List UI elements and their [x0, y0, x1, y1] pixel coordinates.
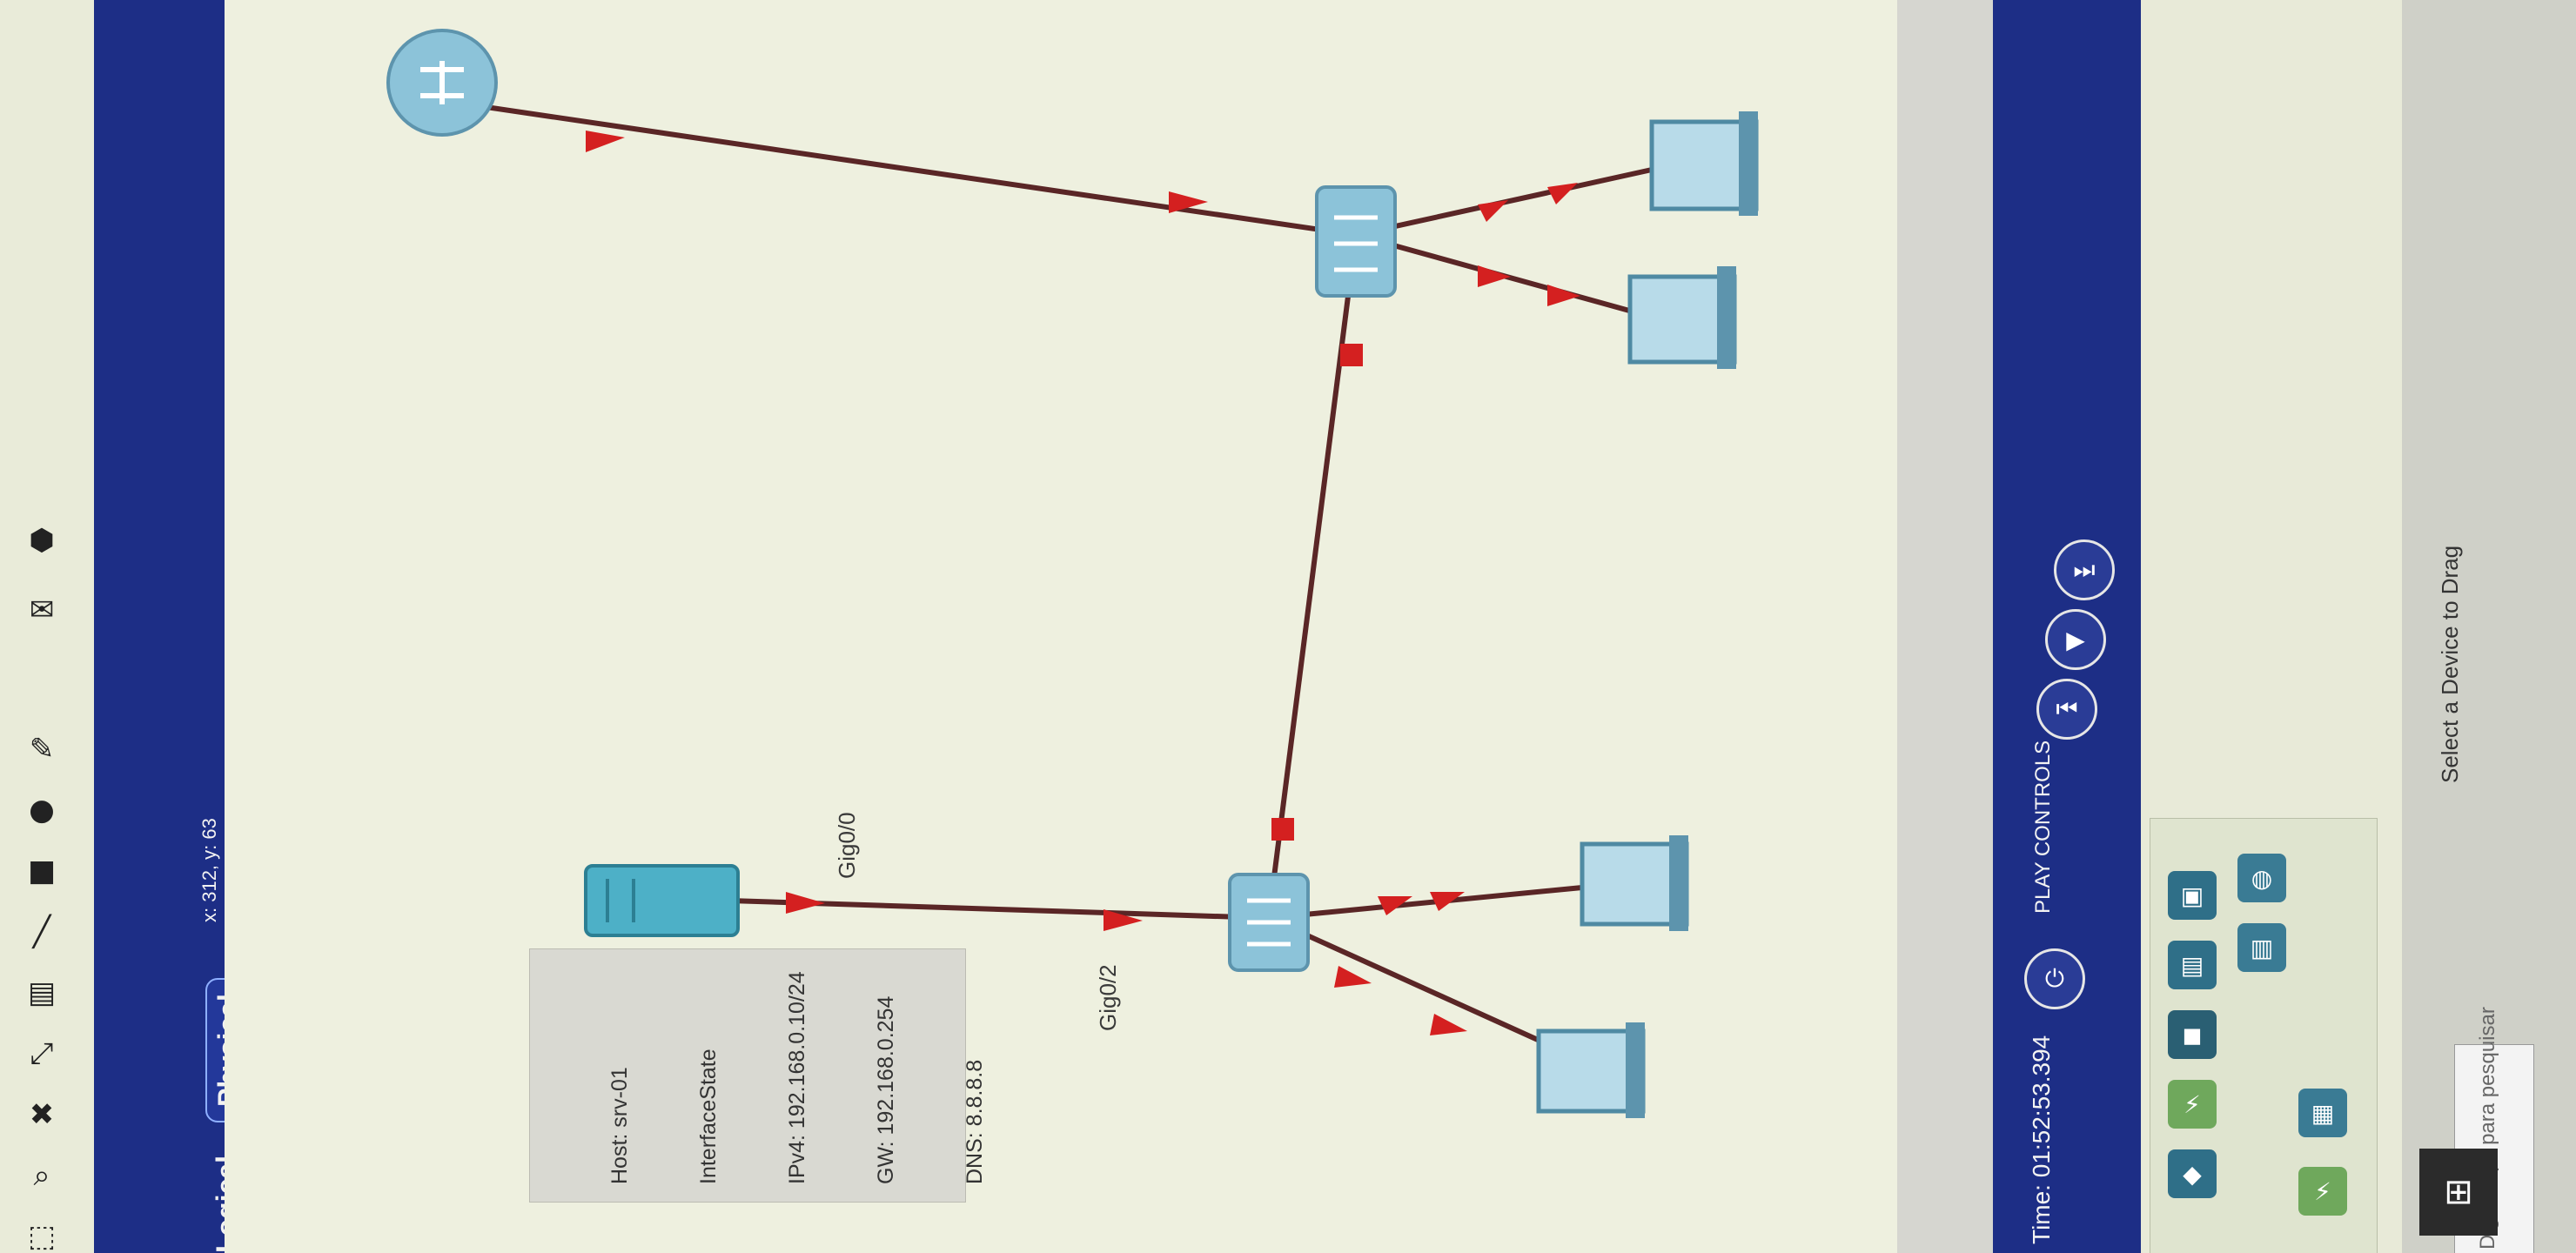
complex-pdu-icon[interactable]: ⬢ — [29, 523, 55, 558]
topology-canvas — [386, 29, 1759, 1118]
switch-type-icon[interactable]: ▥ — [2237, 923, 2286, 972]
pc-2[interactable] — [1627, 266, 1737, 369]
router-port-label: Gig0/0 — [834, 812, 860, 879]
info-line: GW: 192.168.0.254 — [874, 995, 898, 1184]
link-router-switch1[interactable] — [467, 102, 1357, 238]
components-icon[interactable]: ◼ — [2168, 1010, 2217, 1059]
network-devices-icon[interactable]: ▣ — [2168, 871, 2217, 920]
info-line: InterfaceState — [696, 1049, 721, 1184]
arrow — [1334, 966, 1372, 988]
router[interactable] — [386, 29, 498, 137]
arrow — [1547, 285, 1580, 306]
note-icon[interactable]: ▤ — [27, 975, 57, 1010]
switch-port-label: Gig0/2 — [1095, 964, 1121, 1031]
select-icon[interactable]: ⬚ — [27, 1219, 57, 1253]
arrow — [1547, 183, 1578, 204]
pdu-icon[interactable]: ✉ — [29, 593, 55, 627]
left-toolbar: ⬚ ⌕ ✖ ⤢ ▤ ╱ ■ ● ✎ ✉ ⬢ — [0, 0, 95, 1253]
arrow — [1378, 896, 1412, 915]
step-forward-button[interactable]: ⏭ — [2054, 539, 2115, 600]
info-line: IPv4: 192.168.0.10/24 — [785, 971, 809, 1184]
line-icon[interactable]: ╱ — [32, 915, 51, 949]
arrow — [786, 892, 825, 914]
end-devices-icon[interactable]: ▤ — [2168, 941, 2217, 989]
resize-icon[interactable]: ⤢ — [30, 1036, 54, 1071]
link-switch2-pc4[interactable] — [1267, 915, 1549, 1047]
pc-3[interactable] — [1580, 835, 1689, 931]
delete-icon[interactable]: ✖ — [29, 1097, 55, 1132]
link-switch2-pc3[interactable] — [1268, 885, 1583, 921]
device-info-tooltip: Host: srv-01 InterfaceState IPv4: 192.16… — [529, 948, 987, 1203]
arrow — [1478, 265, 1511, 287]
step-back-button[interactable]: ⏮ — [2036, 679, 2097, 740]
arrow — [1169, 191, 1208, 213]
rectangle-icon[interactable]: ■ — [27, 854, 57, 888]
pc-4[interactable] — [1536, 1022, 1646, 1118]
arrow — [1104, 909, 1143, 931]
router-type-icon[interactable]: ◍ — [2237, 854, 2286, 902]
play-controls-bar: Time: 01:52:53.394 ⏻ PLAY CONTROLS ⏮ ▶ ⏭ — [1993, 0, 2141, 1253]
arrow — [1271, 818, 1294, 841]
windows-start-icon[interactable]: ⊞ — [2419, 1149, 2498, 1236]
logical-workspace[interactable]: Gig0/0 Gig0/2 Host: srv-01 InterfaceStat… — [225, 0, 1982, 1253]
device-type-palette: ▣ ▤ ◼ ⚡ ◆ ◍ ▥ ⚡ ▦ — [2150, 818, 2378, 1253]
workspace-scroll-area[interactable] — [1897, 0, 1993, 1253]
switch-1[interactable] — [1315, 185, 1397, 298]
ellipse-icon[interactable]: ● — [29, 793, 55, 828]
copper-cable-icon[interactable]: ▦ — [2298, 1089, 2347, 1137]
switch-2[interactable] — [1228, 873, 1310, 972]
cursor-coordinates: x: 312, y: 63 — [198, 818, 220, 922]
arrow — [1430, 1014, 1467, 1035]
arrow — [1340, 344, 1363, 366]
power-cycle-button[interactable]: ⏻ — [2024, 948, 2085, 1009]
select-device-hint: Select a Device to Drag — [2437, 545, 2463, 783]
play-button[interactable]: ▶ — [2045, 609, 2106, 670]
play-controls-label: PLAY CONTROLS — [2031, 740, 2055, 914]
arrow — [1430, 892, 1465, 911]
link-switch1-switch2[interactable] — [1266, 234, 1358, 919]
pc-1[interactable] — [1649, 111, 1759, 216]
arrow — [586, 131, 625, 152]
freeform-icon[interactable]: ✎ — [29, 732, 55, 767]
arrow — [1478, 200, 1508, 222]
auto-connection-icon[interactable]: ⚡ — [2298, 1167, 2347, 1216]
device-info-text: Host: srv-01 InterfaceState IPv4: 192.16… — [546, 971, 1049, 1184]
server[interactable] — [584, 864, 740, 937]
connections-icon[interactable]: ⚡ — [2168, 1080, 2217, 1129]
info-line: Host: srv-01 — [607, 1067, 632, 1184]
search-icon[interactable]: ⌕ — [33, 1158, 50, 1193]
info-line: DNS: 8.8.8.8 — [963, 1059, 987, 1184]
misc-icon[interactable]: ◆ — [2168, 1149, 2217, 1198]
view-tab-bar: Logical Physical x: 312, y: 63 — [94, 0, 252, 1253]
simulation-time: Time: 01:52:53.394 — [2028, 1035, 2055, 1244]
link-state-arrows — [586, 131, 1580, 1035]
